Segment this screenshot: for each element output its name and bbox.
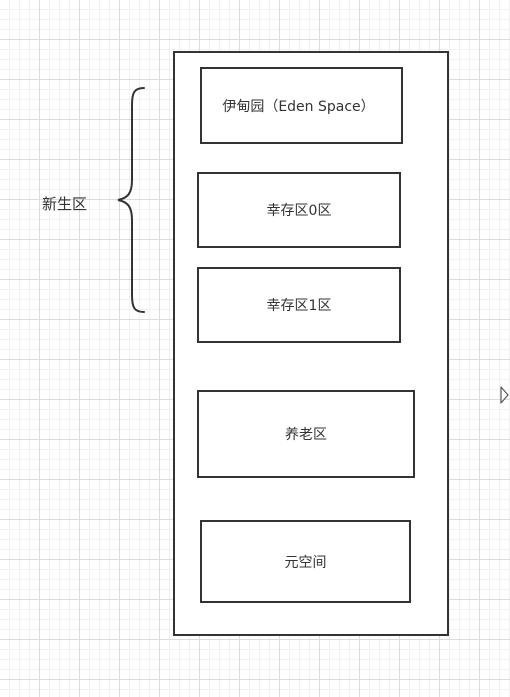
survivor-1-box[interactable]: 幸存区1区 <box>197 267 401 343</box>
old-generation-label: 养老区 <box>285 427 327 443</box>
metaspace-label: 元空间 <box>284 554 327 571</box>
curly-brace-icon <box>117 87 145 313</box>
survivor-1-label: 幸存区1区 <box>266 298 332 314</box>
eden-space-label: 伊甸园（Eden Space） <box>222 98 375 115</box>
young-generation-label: 新生区 <box>42 195 88 213</box>
resize-handle-icon[interactable] <box>500 386 510 404</box>
old-generation-box[interactable]: 养老区 <box>197 390 415 478</box>
survivor-0-box[interactable]: 幸存区0区 <box>197 172 401 248</box>
eden-space-box[interactable]: 伊甸园（Eden Space） <box>200 67 403 144</box>
survivor-0-label: 幸存区0区 <box>266 203 332 219</box>
metaspace-box[interactable]: 元空间 <box>200 520 411 603</box>
